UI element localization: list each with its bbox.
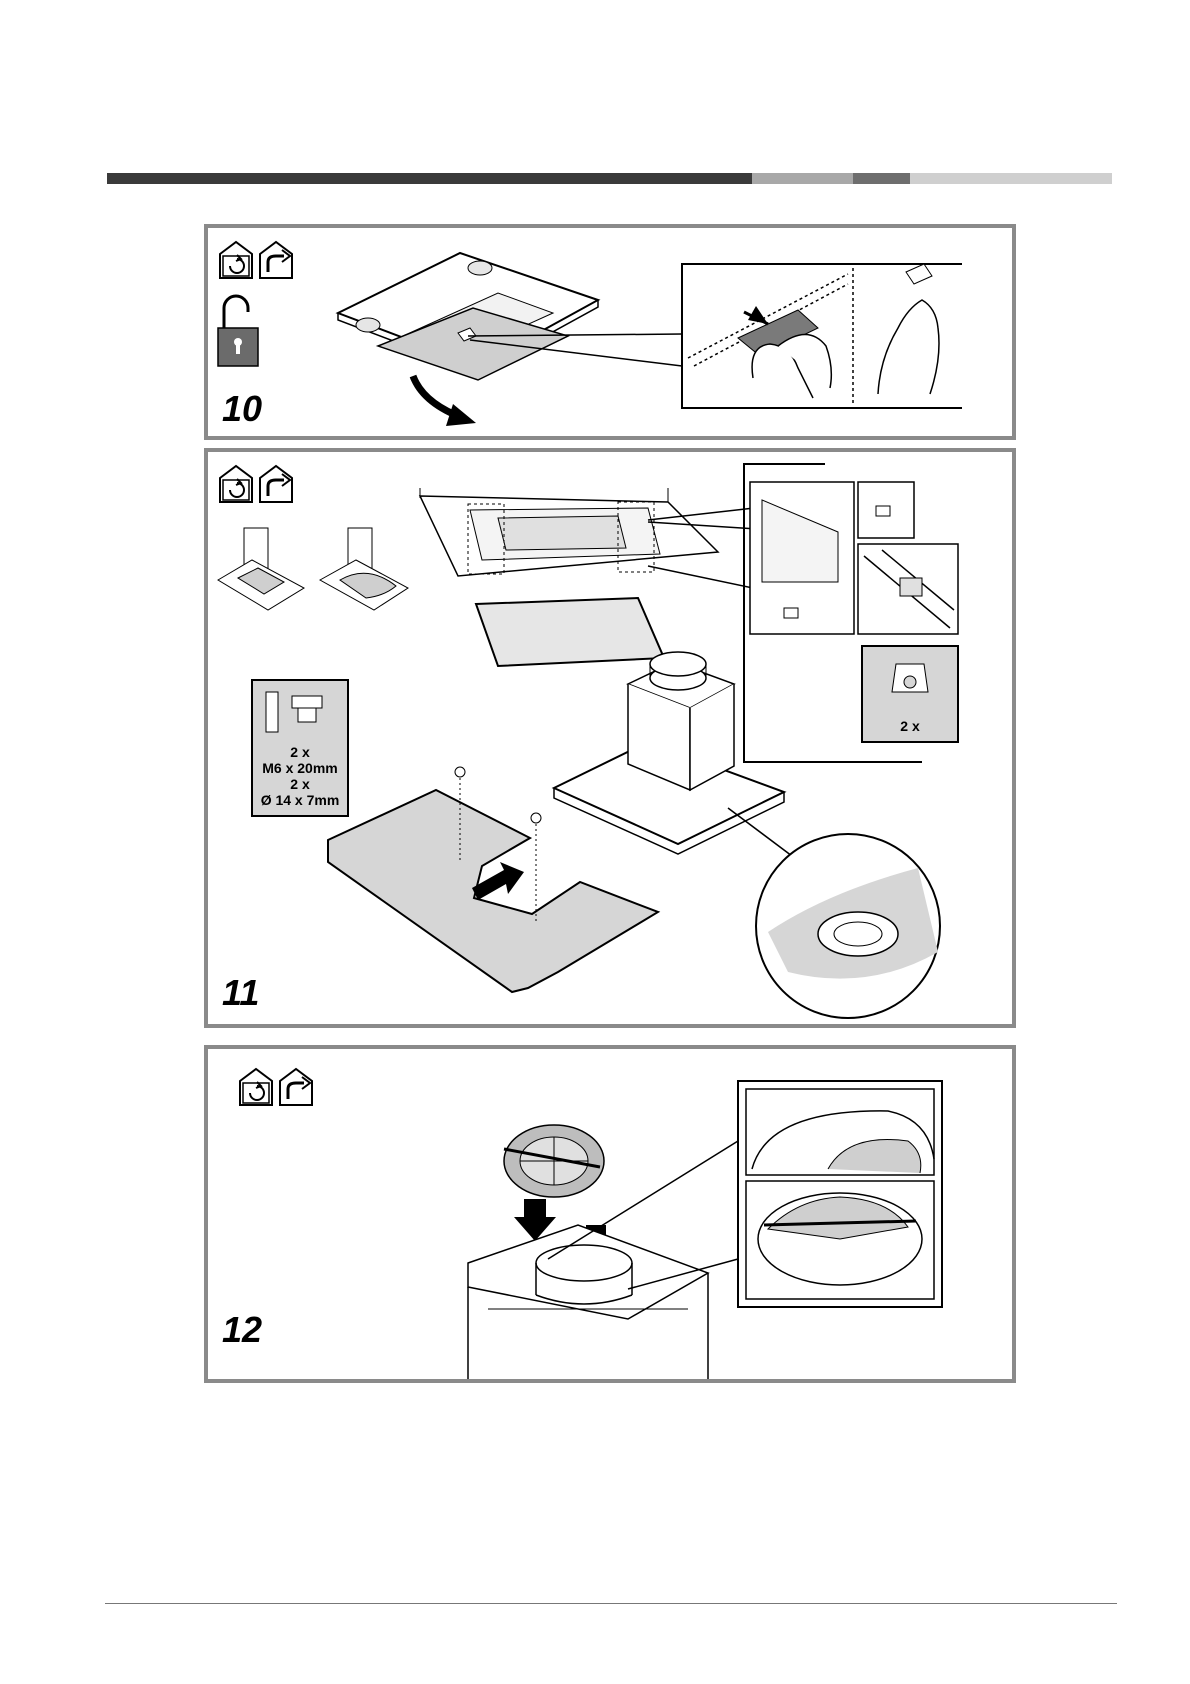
header-rule-pale — [910, 173, 1112, 184]
header-rule — [107, 173, 1112, 184]
footer-rule — [105, 1603, 1117, 1604]
extraction-mode-icon — [260, 466, 292, 502]
unlock-padlock-icon — [218, 296, 258, 366]
step-12-illustration — [208, 1049, 1012, 1379]
step-12-panel: 12 — [204, 1045, 1016, 1383]
extraction-mode-icon — [260, 242, 292, 278]
screw-quantity: 2 x — [252, 744, 348, 760]
washer-quantity: 2 x — [252, 776, 348, 792]
step-11-illustration — [208, 452, 1012, 1024]
magnified-washer-detail — [728, 808, 940, 1018]
step-number: 10 — [222, 388, 262, 430]
extraction-mode-icon — [280, 1069, 312, 1105]
hood-canopy-drawing — [420, 488, 772, 592]
header-rule-light — [752, 173, 853, 184]
grease-filter-drawing — [476, 598, 664, 666]
fixing-kit-labels: 2 x M6 x 20mm 2 x Ø 14 x 7mm — [252, 744, 348, 808]
step-number: 11 — [222, 972, 259, 1014]
step-11-panel: 2 x M6 x 20mm 2 x Ø 14 x 7mm 2 x 11 — [204, 448, 1016, 1028]
header-rule-dark — [107, 173, 752, 184]
step-10-illustration — [208, 228, 1012, 436]
hood-model-curved-drawing — [320, 528, 408, 610]
charcoal-filter-detail — [738, 1081, 942, 1307]
recirculation-mode-icon — [220, 466, 252, 502]
filter-latch-detail — [682, 264, 962, 408]
screw-size: M6 x 20mm — [252, 760, 348, 776]
charcoal-filter-drawing — [504, 1125, 604, 1197]
motor-box-drawing — [468, 1225, 708, 1379]
recirculation-mode-icon — [220, 242, 252, 278]
step-10-panel: 10 — [204, 224, 1016, 440]
recirculation-mode-icon — [240, 1069, 272, 1105]
step-number: 12 — [222, 1309, 262, 1351]
header-rule-mid — [853, 173, 910, 184]
hood-model-flat-drawing — [218, 528, 304, 610]
clip-quantity: 2 x — [862, 718, 958, 734]
hood-underside-drawing — [338, 253, 598, 426]
washer-size: Ø 14 x 7mm — [252, 792, 348, 808]
